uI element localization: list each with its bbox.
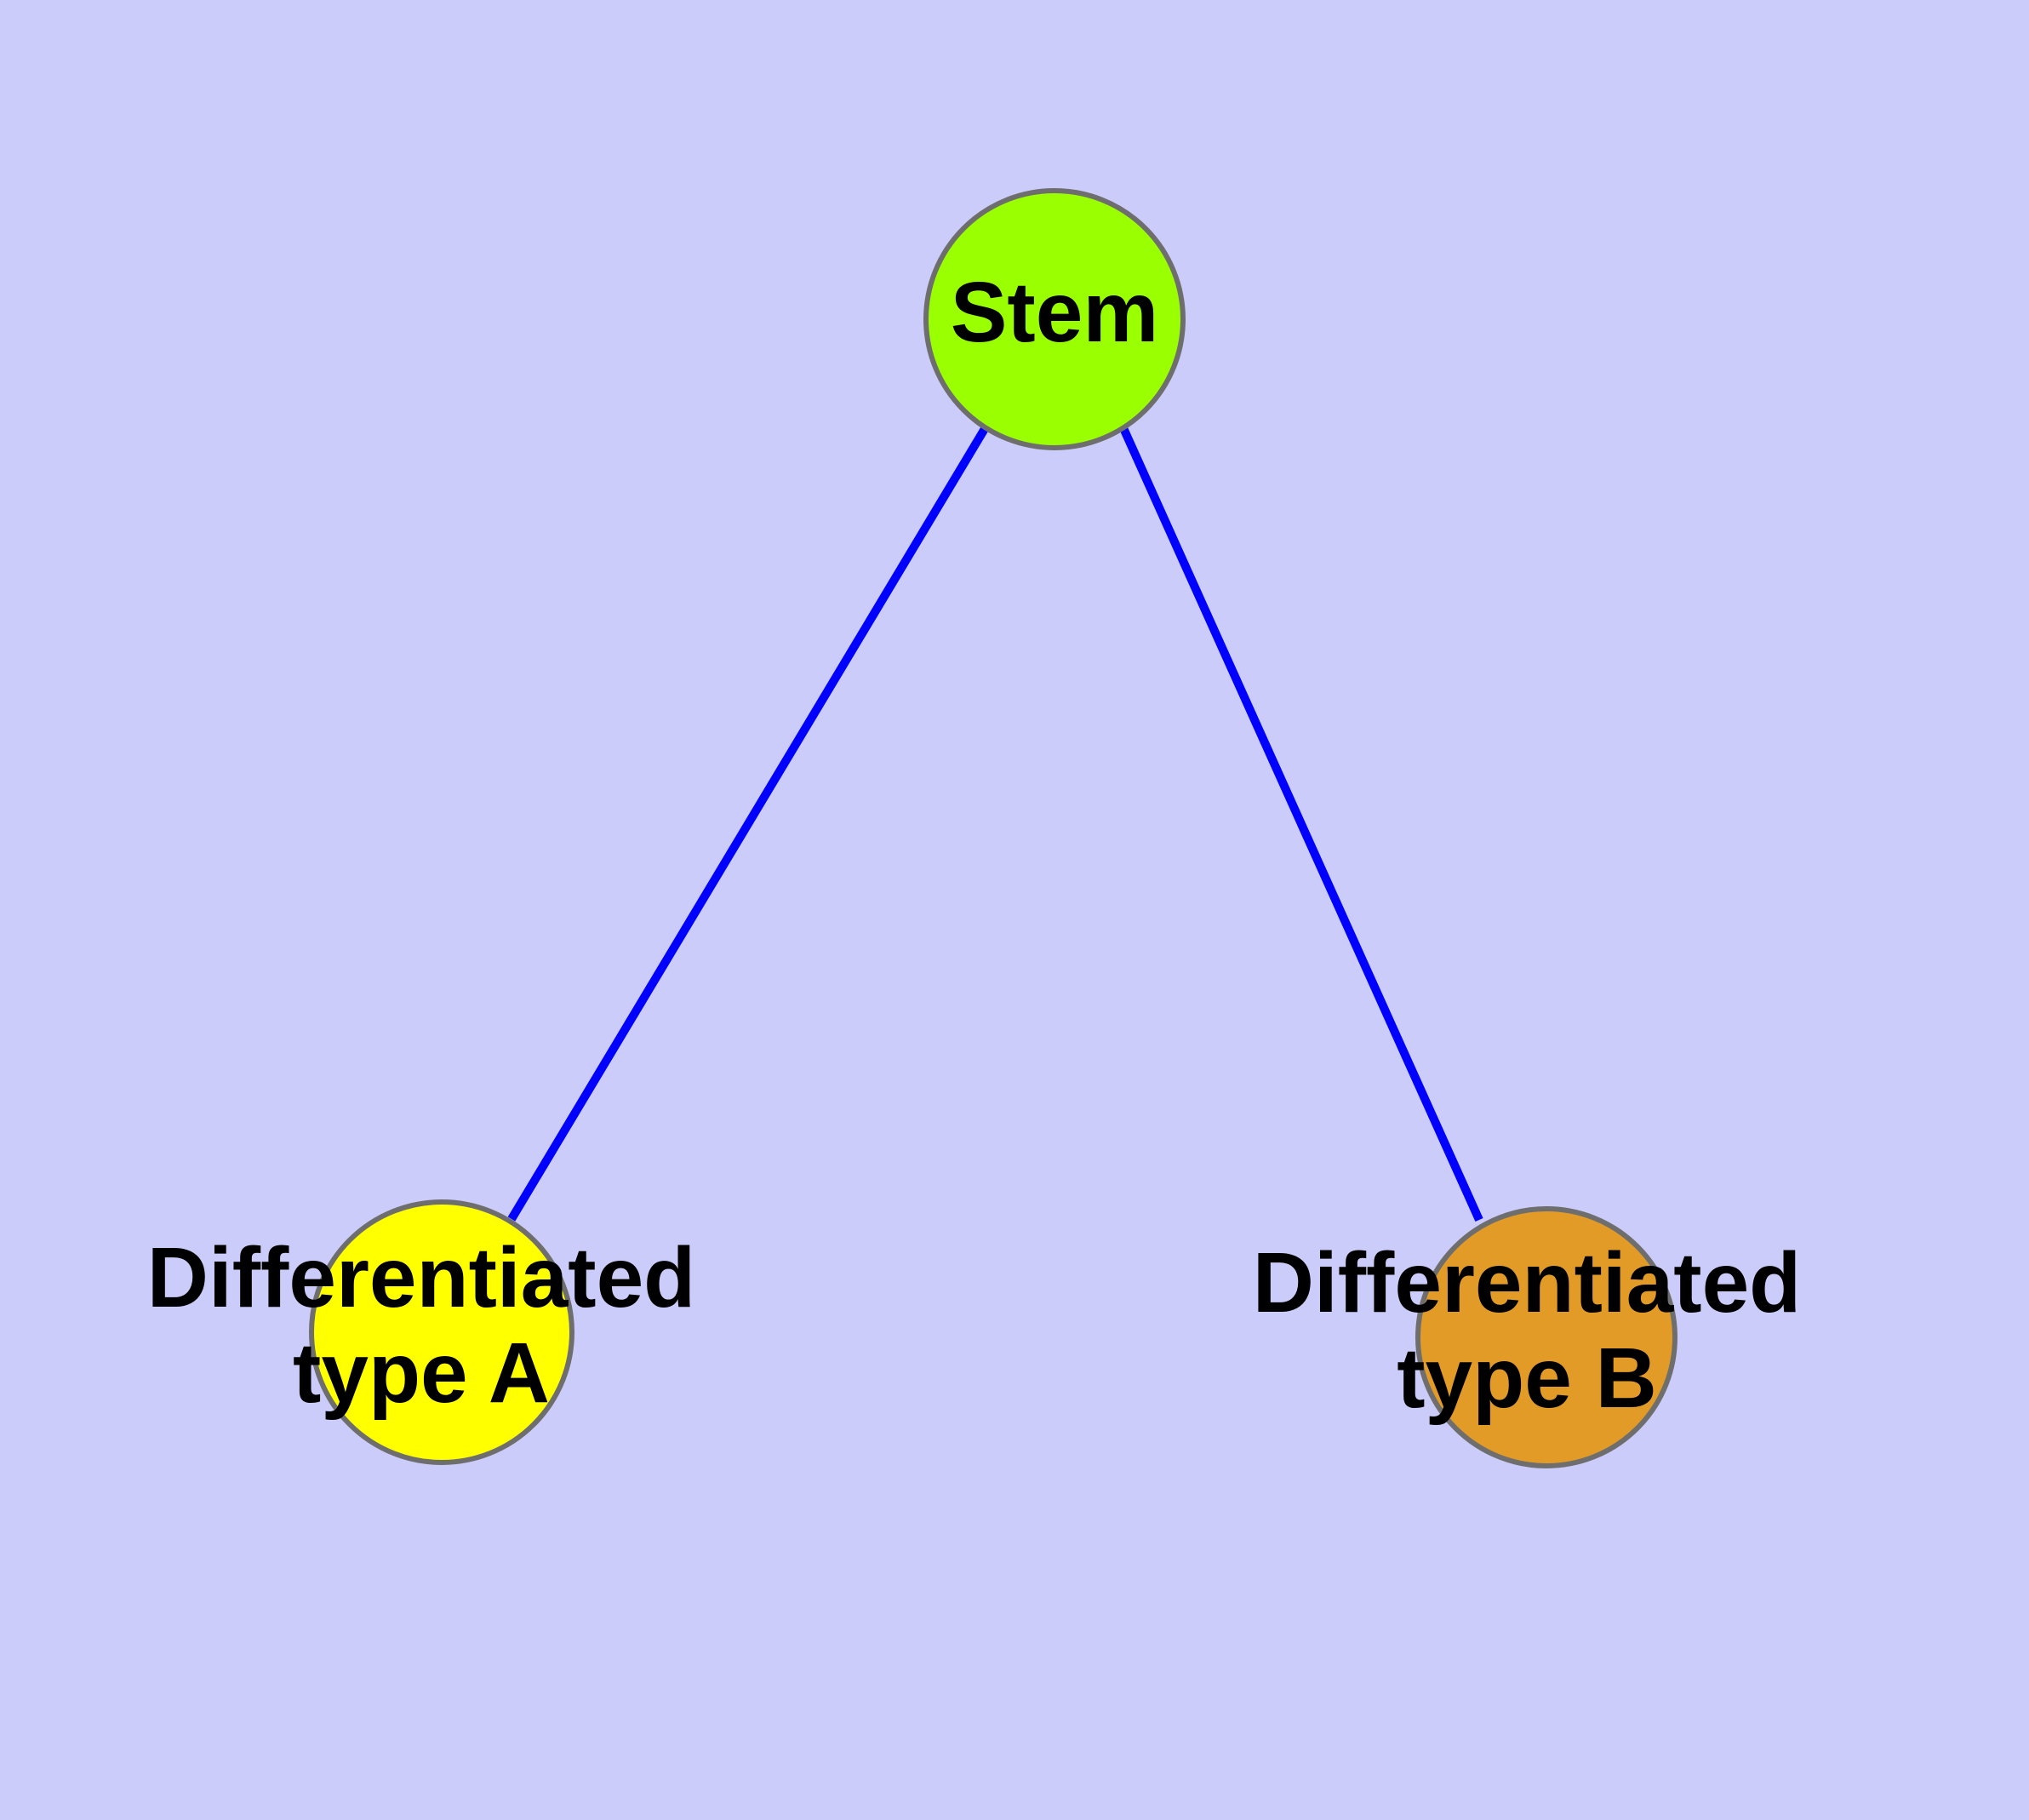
node-label-line: Stem — [951, 265, 1159, 360]
edge-stem-to-diff-type-b[interactable] — [1119, 426, 1483, 1222]
node-label-line: type B — [1397, 1331, 1657, 1426]
nodes-layer — [309, 188, 1677, 1468]
node-stem[interactable] — [923, 188, 1186, 450]
edges-layer — [507, 425, 1483, 1222]
node-diff-type-b[interactable] — [1415, 1206, 1677, 1468]
node-label-line: Differentiated — [1253, 1235, 1802, 1331]
node-label-stem: Stem — [951, 265, 1159, 360]
node-label-line: type A — [293, 1325, 550, 1421]
node-label-line: Differentiated — [147, 1230, 696, 1325]
node-diff-type-a[interactable] — [309, 1199, 574, 1465]
edge-stem-to-diff-type-a[interactable] — [507, 425, 990, 1222]
